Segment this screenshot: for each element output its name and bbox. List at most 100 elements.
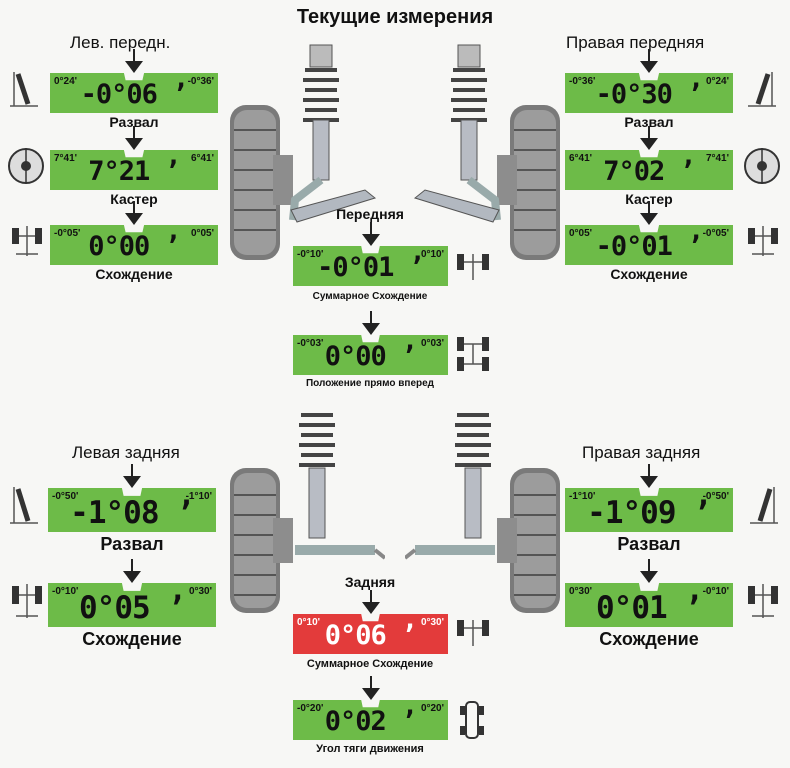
front-right-toe-caption: Схождение: [610, 266, 688, 282]
toe-wheels-icon: [12, 226, 42, 256]
page-title: Текущие измерения: [296, 6, 494, 28]
min-limit: 0°05': [569, 228, 593, 239]
measurement-value: -1°09 ’: [587, 495, 712, 531]
caster-wheel-icon: [744, 148, 780, 184]
camber-icon: [10, 487, 38, 524]
front-total-toe-caption: Суммарное Схождение: [312, 291, 428, 302]
front-right-caster-caption: Кастер: [625, 191, 673, 207]
front-straight-ahead-caption: Положение прямо вперед: [305, 378, 435, 389]
rear-right-suspension-illustration: [405, 413, 560, 613]
toe-wheels-icon: [12, 584, 42, 618]
front-left-toe-gauge: -0°05' 0°05' 0°00 ’: [50, 201, 218, 265]
max-limit: 0°03': [420, 338, 444, 349]
measurement-value: 7°02 ’: [603, 156, 696, 187]
rear-total-toe-caption: Суммарное Схождение: [306, 658, 434, 670]
measurement-value: -0°01 ’: [317, 252, 425, 283]
min-limit: -0°20': [297, 703, 324, 714]
thrust-car-icon: [460, 701, 484, 739]
front-left-toe-caption: Схождение: [95, 266, 173, 282]
front-right-toe-gauge: 0°05' -0°05' -0°01 ’: [565, 201, 733, 265]
front-left-camber-gauge: 0°24' -0°36' -0°06 ’: [50, 49, 218, 113]
front-right-camber-caption: Развал: [624, 114, 674, 130]
rear-right-label: Правая задняя: [582, 443, 701, 462]
steering-straight-icon: [457, 337, 489, 371]
camber-icon: [748, 72, 776, 107]
rear-total-toe-gauge: 0°10' 0°30' 0°06 ’: [293, 590, 448, 654]
measurement-value: 0°02 ’: [324, 706, 418, 737]
front-axle-label: Передняя: [336, 206, 404, 222]
measurement-value: 0°00 ’: [88, 231, 181, 262]
rear-left-camber-caption: Развал: [100, 534, 164, 554]
pointer-arrow-icon: [125, 49, 143, 73]
pointer-arrow-icon: [640, 464, 658, 488]
min-limit: 0°10': [297, 617, 321, 628]
rear-left-camber-gauge: -0°50' -1°10' -1°08 ’: [48, 464, 216, 532]
pointer-arrow-icon: [123, 559, 141, 583]
max-limit: -1°10': [185, 491, 212, 502]
pointer-arrow-icon: [640, 49, 658, 73]
rear-right-camber-caption: Развал: [617, 534, 681, 554]
measurement-value: -0°30 ’: [595, 79, 704, 110]
measurement-value: 0°00 ’: [324, 341, 418, 372]
front-right-label: Правая передняя: [566, 33, 705, 52]
rear-left-label: Левая задняя: [72, 443, 180, 462]
measurement-value: -1°08 ’: [70, 495, 195, 531]
max-limit: 0°20': [420, 703, 444, 714]
rear-right-toe-caption: Схождение: [599, 629, 699, 649]
max-limit: 0°30': [420, 617, 444, 628]
rear-left-suspension-illustration: [230, 413, 385, 613]
pointer-arrow-icon: [123, 464, 141, 488]
min-limit: 0°24': [54, 76, 78, 87]
rear-left-toe-gauge: -0°10' 0°30' 0°05 ’: [48, 559, 216, 627]
axle-toe-icon: [457, 620, 489, 646]
front-left-label: Лев. передн.: [70, 33, 171, 52]
max-limit: -0°05': [702, 228, 729, 239]
front-left-suspension-illustration: [230, 44, 377, 260]
measurement-value: 0°06 ’: [324, 620, 418, 651]
rear-axle-label: Задняя: [344, 574, 396, 590]
measurement-value: 0°01 ’: [596, 590, 703, 626]
min-limit: -0°05': [54, 228, 81, 239]
front-left-caster-caption: Кастер: [110, 191, 158, 207]
front-left-caster-gauge: 7°41' 6°41' 7°21 ’: [50, 126, 218, 190]
max-limit: 0°10': [420, 249, 444, 260]
min-limit: -0°10': [52, 586, 79, 597]
pointer-arrow-icon: [125, 201, 143, 225]
thrust-angle-gauge: -0°20' 0°20' 0°02 ’: [293, 676, 448, 740]
measurement-value: 7°21 ’: [88, 156, 181, 187]
max-limit: -0°36': [187, 76, 214, 87]
min-limit: -1°10': [569, 491, 596, 502]
camber-icon: [10, 72, 38, 107]
rear-right-toe-gauge: 0°30' -0°10' 0°01 ’: [565, 559, 733, 627]
max-limit: 0°24': [705, 76, 729, 87]
pointer-arrow-icon: [361, 222, 380, 246]
min-limit: 7°41': [54, 153, 78, 164]
max-limit: -0°10': [702, 586, 729, 597]
front-straight-ahead-gauge: -0°03' 0°03' 0°00 ’: [293, 311, 448, 375]
front-right-camber-gauge: -0°36' 0°24' -0°30 ’: [565, 49, 733, 113]
min-limit: -0°10': [297, 249, 324, 260]
min-limit: -0°03': [297, 338, 324, 349]
front-right-suspension-illustration: [413, 44, 560, 260]
measurement-value: -0°06 ’: [80, 79, 189, 110]
max-limit: 7°41': [705, 153, 729, 164]
min-limit: 6°41': [569, 153, 593, 164]
rear-left-toe-caption: Схождение: [82, 629, 182, 649]
rear-right-camber-gauge: -1°10' -0°50' -1°09 ’: [565, 464, 733, 532]
front-right-caster-gauge: 6°41' 7°41' 7°02 ’: [565, 126, 733, 190]
max-limit: 0°05': [190, 228, 214, 239]
min-limit: -0°50': [52, 491, 79, 502]
min-limit: 0°30': [569, 586, 593, 597]
max-limit: 6°41': [190, 153, 214, 164]
max-limit: -0°50': [702, 491, 729, 502]
measurement-value: -0°01 ’: [595, 231, 704, 262]
pointer-arrow-icon: [640, 126, 658, 150]
pointer-arrow-icon: [125, 126, 143, 150]
front-total-toe-gauge: -0°10' 0°10' -0°01 ’: [293, 222, 448, 286]
pointer-arrow-icon: [361, 676, 380, 700]
thrust-angle-caption: Угол тяги движения: [316, 743, 424, 755]
min-limit: -0°36': [569, 76, 596, 87]
max-limit: 0°30': [188, 586, 212, 597]
pointer-arrow-icon: [361, 590, 380, 614]
toe-wheels-icon: [748, 584, 778, 618]
